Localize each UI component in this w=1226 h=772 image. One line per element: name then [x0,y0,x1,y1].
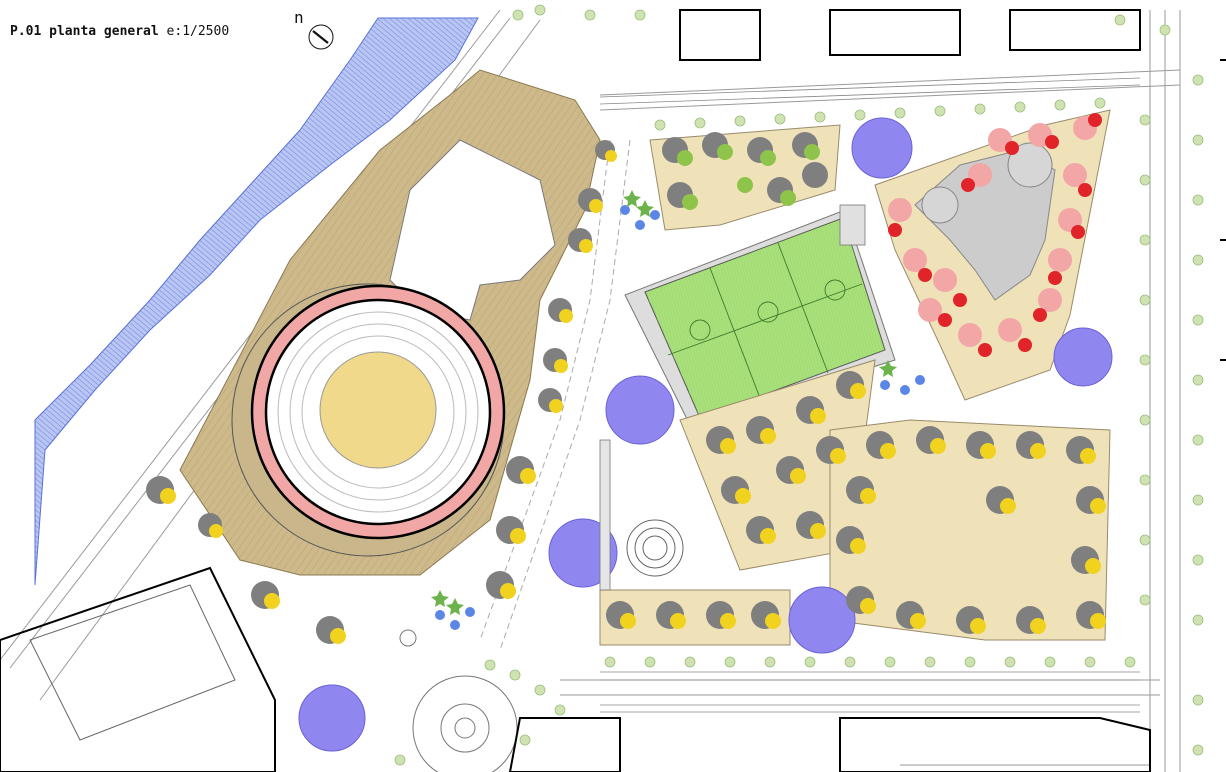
north-arrow: n [292,8,340,50]
red-tree-cluster [888,113,1102,357]
small-circle [399,629,417,647]
plan-title: P.01 planta general e:1/2500 [10,24,229,39]
green-tree-cluster [662,132,828,210]
fountain-dots [435,205,925,630]
north-arrow-icon [308,24,334,50]
bullring [231,283,506,557]
street-trees [394,4,1204,766]
bench-row [599,439,611,591]
yellow-tree-clusters [146,140,1106,644]
roundabout [412,675,518,772]
amphitheater [626,519,684,577]
football-pitch [624,209,896,426]
star-trees [431,190,897,615]
purple-trees [298,117,1113,752]
buildings [0,9,1226,772]
parking-stalls [599,77,1141,713]
plan-scale: e:1/2500 [166,24,230,39]
playground [914,149,1056,301]
plan-code: P.01 planta general [10,24,159,39]
north-letter: n [294,8,304,27]
stand [839,204,866,246]
